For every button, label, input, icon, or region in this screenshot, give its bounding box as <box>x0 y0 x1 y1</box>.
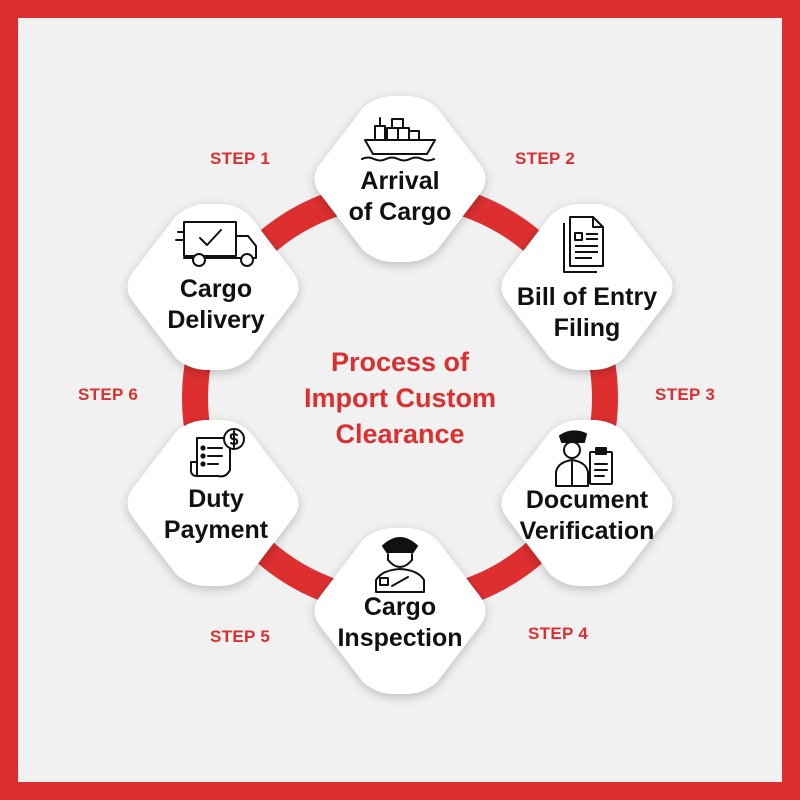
label-line: Arrival <box>360 167 440 195</box>
label-line: Delivery <box>167 306 265 334</box>
label-line: Payment <box>163 516 269 544</box>
step-label-3: STEP 3 <box>655 385 716 404</box>
hexagon-arrival-of-cargo <box>314 96 486 262</box>
hexagon-shape <box>314 528 486 694</box>
label-line: Cargo <box>363 593 437 621</box>
title-line: Process of <box>330 347 470 377</box>
hexagon-document-verification <box>501 420 673 586</box>
label-bill-of-entry-filing: Bill of Entry Filing <box>487 282 687 344</box>
step-label-4: STEP 4 <box>528 624 589 643</box>
title-line: Import Custom <box>304 383 496 413</box>
hexagon-bill-of-entry-filing <box>501 204 673 370</box>
label-arrival-of-cargo: Arrival of Cargo <box>300 166 500 228</box>
label-duty-payment: Duty Payment <box>116 484 316 546</box>
label-line: Inspection <box>337 624 463 652</box>
hexagon-shape <box>501 420 673 586</box>
label-line: Document <box>525 486 649 514</box>
label-cargo-delivery: Cargo Delivery <box>116 274 316 336</box>
hexagon-shape <box>127 420 299 586</box>
diagram-title: Process of Import Custom Clearance <box>250 344 550 452</box>
title-line: Clearance <box>335 419 465 449</box>
label-line: Bill of Entry <box>516 283 658 311</box>
label-line: Filing <box>553 314 621 342</box>
label-line: Cargo <box>179 275 253 303</box>
label-line: Verification <box>519 517 655 545</box>
document-icon <box>563 216 604 273</box>
hexagon-shape <box>501 204 673 370</box>
step-label-5: STEP 5 <box>210 627 271 646</box>
delivery-truck-icon <box>175 221 257 267</box>
step-label-6: STEP 6 <box>78 385 139 404</box>
label-cargo-inspection: Cargo Inspection <box>300 592 500 654</box>
hexagon-cargo-inspection <box>314 528 486 694</box>
step-label-2: STEP 2 <box>515 149 576 168</box>
label-line: Duty <box>188 485 244 513</box>
hexagon-duty-payment <box>127 420 299 586</box>
label-document-verification: Document Verification <box>483 485 691 547</box>
ship-icon <box>361 117 436 162</box>
invoice-dollar-icon <box>189 428 245 478</box>
label-line: of Cargo <box>348 198 452 226</box>
inspector-icon <box>375 537 425 593</box>
customs-officer-clipboard-icon <box>555 430 613 487</box>
hexagon-shape <box>314 96 486 262</box>
step-label-1: STEP 1 <box>210 149 271 168</box>
